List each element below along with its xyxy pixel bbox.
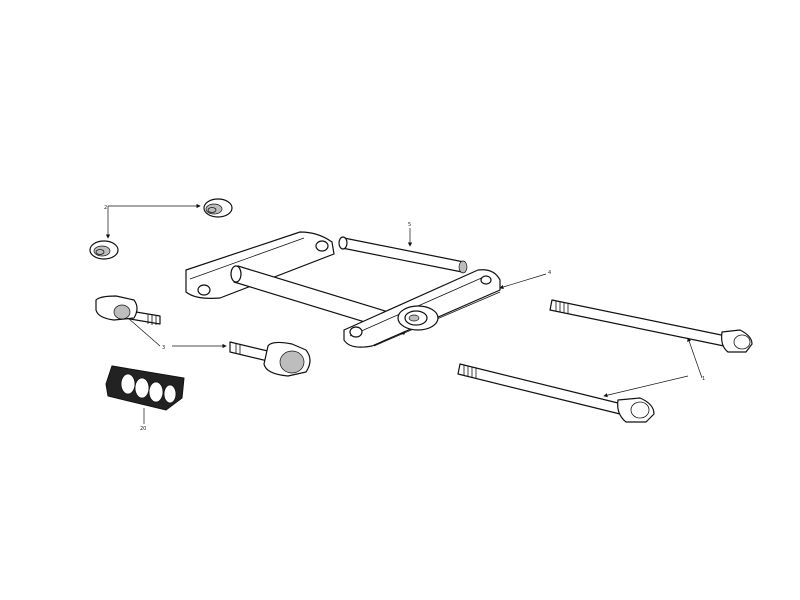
bushing-top (203, 198, 233, 218)
callout-label-small-part: 3 (162, 345, 165, 351)
callout-leader-frame (499, 273, 547, 289)
callout-label-block: 20 (140, 426, 146, 432)
callout-label-bolts: 1 (702, 376, 705, 382)
bushing-lower (89, 240, 119, 260)
callout-label-pin: 5 (408, 222, 411, 228)
callout-leader-small-part-2 (127, 317, 161, 347)
callout-label-bushings: 2 (104, 205, 107, 211)
callout-leader-bolts-upper (687, 337, 703, 379)
long-bolt-upper (549, 299, 753, 353)
frame-assembly (185, 231, 501, 348)
bolt-with-bushing-left (95, 295, 161, 325)
spring-block (105, 365, 185, 411)
bolt-with-bushing-center (229, 341, 311, 377)
callout-leader-bolts-lower (603, 375, 689, 398)
long-bolt-lower (457, 363, 655, 423)
callout-leader-bushings (105, 203, 201, 239)
callout-label-frame: 4 (548, 270, 551, 276)
